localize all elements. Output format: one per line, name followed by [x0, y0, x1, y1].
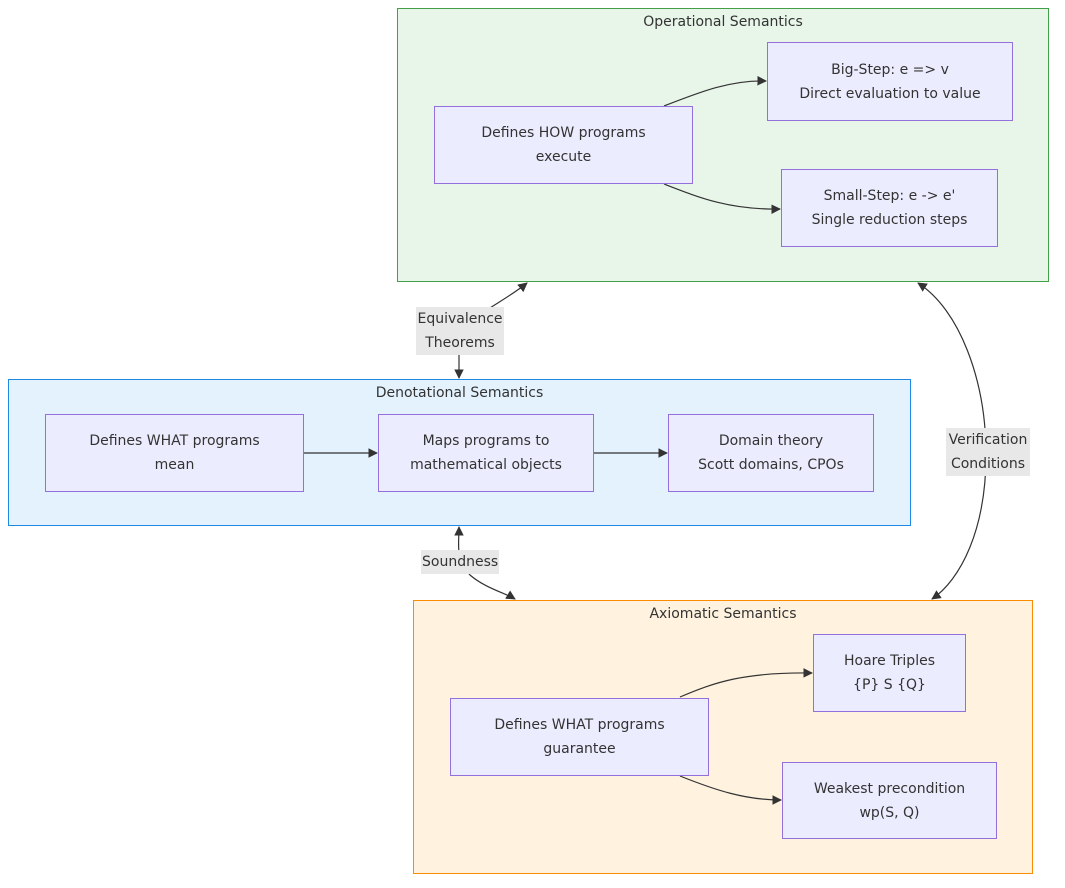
node-hoare-triples[interactable]: Hoare Triples {P} S {Q}	[813, 634, 966, 712]
edge-label-line: Equivalence	[417, 311, 503, 327]
edge-label-line: Soundness	[422, 554, 499, 570]
node-small-step[interactable]: Small-Step: e -> e' Single reduction ste…	[781, 169, 998, 247]
edge-label-soundness: Soundness	[421, 550, 499, 574]
node-line: Domain theory	[718, 433, 824, 449]
edge-label-line: Theorems	[425, 335, 495, 351]
edge-how-to-bigstep	[663, 75, 767, 107]
cluster-title: Operational Semantics	[643, 14, 803, 30]
node-line: guarantee	[543, 741, 616, 757]
cluster-title: Axiomatic Semantics	[649, 606, 797, 622]
node-line: Defines HOW programs	[481, 125, 646, 141]
edge-axwhat-to-wp	[679, 775, 782, 805]
node-line: Big-Step: e => v	[831, 61, 949, 78]
edge-axwhat-to-hoare	[679, 668, 813, 698]
node-line: Hoare Triples	[843, 653, 935, 669]
node-line: Direct evaluation to value	[799, 85, 981, 102]
edge-label-verification: Verification Conditions	[946, 428, 1030, 476]
edge-soundness	[454, 526, 516, 600]
node-line: Defines WHAT programs	[89, 433, 260, 449]
node-line: Defines WHAT programs	[494, 717, 665, 733]
node-weakest-precondition[interactable]: Weakest precondition wp(S, Q)	[782, 762, 997, 839]
node-defines-what-guarantee[interactable]: Defines WHAT programs guarantee	[450, 698, 709, 776]
node-maps-programs[interactable]: Maps programs to mathematical objects	[378, 414, 594, 492]
edge-label-line: Conditions	[950, 456, 1026, 472]
node-line: Weakest precondition	[813, 780, 966, 797]
node-line: Small-Step: e -> e'	[823, 188, 956, 204]
edge-label-equivalence: Equivalence Theorems	[416, 307, 504, 355]
node-line: Maps programs to	[422, 433, 550, 449]
node-line: mathematical objects	[410, 457, 562, 473]
edge-label-line: Verification	[948, 432, 1028, 448]
node-defines-what-mean[interactable]: Defines WHAT programs mean	[45, 414, 304, 492]
node-line: mean	[154, 457, 195, 473]
node-line: Scott domains, CPOs	[698, 457, 844, 473]
edge-how-to-smallstep	[663, 183, 781, 214]
node-line: wp(S, Q)	[859, 804, 920, 821]
cluster-title: Denotational Semantics	[375, 385, 544, 401]
node-defines-how[interactable]: Defines HOW programs execute	[434, 106, 693, 184]
node-big-step[interactable]: Big-Step: e => v Direct evaluation to va…	[767, 42, 1013, 121]
node-line: execute	[535, 149, 592, 165]
node-line: {P} S {Q}	[853, 677, 926, 693]
node-domain-theory[interactable]: Domain theory Scott domains, CPOs	[668, 414, 874, 492]
node-line: Single reduction steps	[811, 212, 968, 228]
